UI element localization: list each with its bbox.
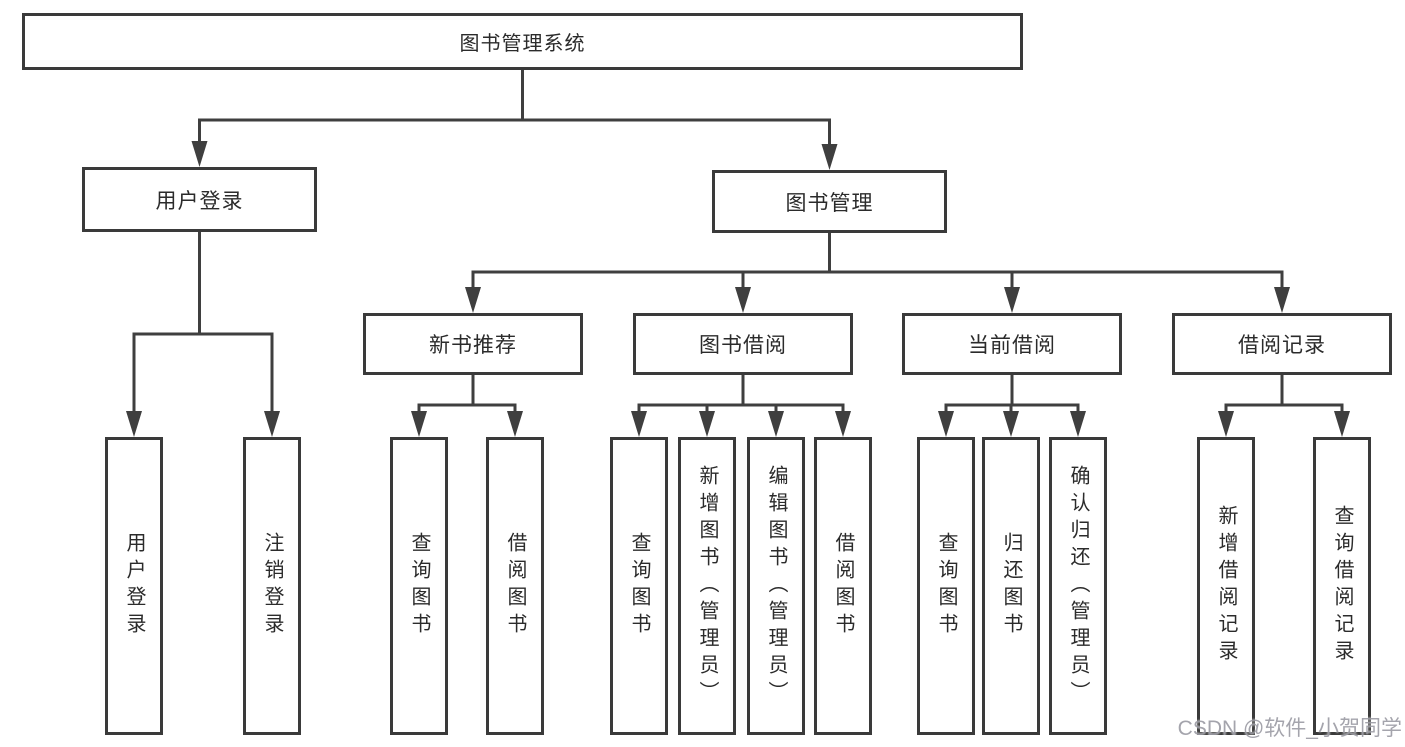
node-user-login: 用户登录 <box>82 167 317 232</box>
node-current-borrowing: 当前借阅 <box>902 313 1122 375</box>
leaf-logout: 注销登录 <box>243 437 301 735</box>
leaf-label: 查询图书 <box>628 532 650 640</box>
leaf-borrow-books-recommend: 借阅图书 <box>486 437 544 735</box>
csdn-watermark: CSDN @软件_小贺同学 <box>1177 717 1402 740</box>
leaf-label: 注销登录 <box>261 532 283 640</box>
leaf-label: 查询借阅记录 <box>1331 505 1353 667</box>
node-book-borrowing: 图书借阅 <box>633 313 853 375</box>
leaf-label: 用户登录 <box>123 532 145 640</box>
leaf-query-books-borrowing: 查询图书 <box>610 437 668 735</box>
leaf-return-books: 归还图书 <box>982 437 1040 735</box>
node-book-management: 图书管理 <box>712 170 947 233</box>
leaf-label: 查询图书 <box>408 532 430 640</box>
leaf-label: 新增图书（管理员） <box>696 464 718 708</box>
leaf-label: 借阅图书 <box>504 532 526 640</box>
node-new-book-recommendation: 新书推荐 <box>363 313 583 375</box>
leaf-query-books-recommend: 查询图书 <box>390 437 448 735</box>
leaf-edit-books-admin: 编辑图书（管理员） <box>747 437 805 735</box>
leaf-label: 归还图书 <box>1000 532 1022 640</box>
connector-segments <box>132 68 1344 416</box>
leaf-label: 新增借阅记录 <box>1215 505 1237 667</box>
leaf-add-borrow-record: 新增借阅记录 <box>1197 437 1255 735</box>
leaf-query-borrow-record: 查询借阅记录 <box>1313 437 1371 735</box>
leaf-label: 确认归还（管理员） <box>1067 464 1089 708</box>
leaf-query-books-current: 查询图书 <box>917 437 975 735</box>
leaf-user-login: 用户登录 <box>105 437 163 735</box>
leaf-borrow-books-borrowing: 借阅图书 <box>814 437 872 735</box>
leaf-add-books-admin: 新增图书（管理员） <box>678 437 736 735</box>
leaf-label: 编辑图书（管理员） <box>765 464 787 708</box>
leaf-label: 查询图书 <box>935 532 957 640</box>
node-borrowing-records: 借阅记录 <box>1172 313 1392 375</box>
leaf-label: 借阅图书 <box>832 532 854 640</box>
node-library-management-system: 图书管理系统 <box>22 13 1023 70</box>
leaf-confirm-return-admin: 确认归还（管理员） <box>1049 437 1107 735</box>
connector-arrowheads <box>126 141 1350 437</box>
